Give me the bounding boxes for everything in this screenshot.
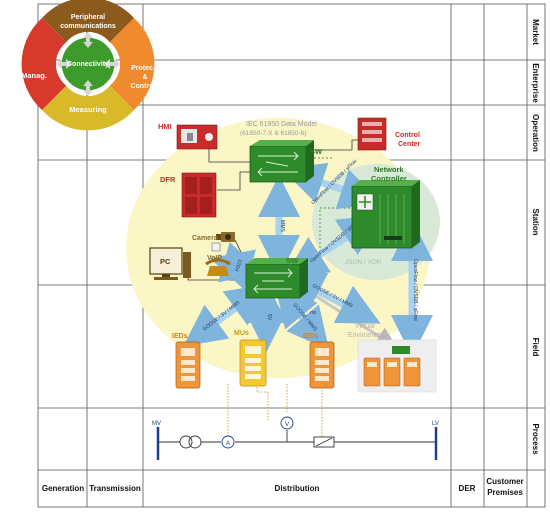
- wheel-management-segment: [21, 18, 67, 110]
- arrow-goose-sv-mms-right: [281, 272, 381, 324]
- switch-bottom-label: SW: [286, 256, 299, 265]
- column-transmission: Transmission: [89, 484, 141, 493]
- network-controller-label-1: Network: [374, 165, 404, 174]
- ieds-left-device: [175, 341, 201, 389]
- dfr-device: [181, 172, 217, 218]
- ieds-left-label: IEDs: [172, 333, 188, 340]
- label-mms: MMS: [279, 220, 285, 232]
- column-der: DER: [459, 484, 476, 493]
- layer-station: Station: [531, 208, 540, 235]
- camera-device: [216, 232, 235, 242]
- wheel-arrow-top: [83, 32, 93, 48]
- switch-top: [249, 140, 314, 183]
- mus-label: MUs: [234, 330, 249, 337]
- ieds-right-device: [309, 341, 335, 389]
- column-customer-line1: Customer: [486, 477, 523, 486]
- process-line: [156, 427, 438, 460]
- layer-labels: Market Enterprise Operation Station Fiel…: [531, 19, 540, 455]
- wheel-peripheral-segment: [42, 0, 134, 43]
- voltmeter-label: V: [285, 421, 290, 428]
- wheel-left-label: Manag.: [21, 71, 47, 80]
- hmi-label: HMI: [158, 122, 172, 131]
- label-h323: H323: [234, 259, 244, 272]
- control-center-label-2: Center: [398, 141, 420, 148]
- switch-bottom: [245, 258, 308, 299]
- wheel-protection-segment: [109, 18, 155, 110]
- link-dfr-sw: [217, 171, 250, 191]
- json-label: JSON / XDR: [345, 259, 382, 266]
- wheel-arrow-right: [104, 59, 120, 69]
- control-center-device: [357, 117, 387, 151]
- camera-label: Camera: [192, 235, 218, 242]
- wheel-top-label-2: communications: [60, 23, 116, 30]
- link-sw-control-center: [306, 139, 358, 151]
- layer-market: Market: [531, 19, 540, 45]
- network-controller-device: [351, 180, 420, 249]
- standard-subtitle: (61850-7-X & 61850-6): [240, 130, 307, 137]
- wheel-right-label-3: Control: [131, 83, 156, 90]
- ammeter: [221, 435, 235, 449]
- ammeter-label: A: [226, 440, 231, 447]
- network-controller-label-2: Controller: [371, 174, 407, 183]
- wheel-right-label-1: Protec.: [131, 65, 155, 72]
- wheel-center-label: Connectivity: [67, 61, 109, 68]
- wheel-arrow-left: [56, 59, 72, 69]
- mus-device: [239, 339, 267, 387]
- wheel-top-label-1: Peripheral: [71, 14, 105, 21]
- wheel-measuring-segment: [42, 85, 134, 131]
- connectivity-wheel: Connectivity Peripheral communications M…: [21, 0, 156, 131]
- ieds-right-label: IEDs: [303, 333, 319, 340]
- wheel-bottom-label: Measuring: [69, 105, 107, 114]
- label-sv: SV: [266, 314, 272, 321]
- dfr-label: DFR: [160, 175, 176, 184]
- virtual-label-2: Enviroment: [348, 332, 383, 339]
- layer-field: Field: [531, 338, 540, 357]
- lv-label: LV: [432, 421, 439, 427]
- pc-device: [149, 247, 191, 280]
- arrow-h323: [209, 242, 265, 290]
- layer-enterprise: Enterprise: [531, 63, 540, 103]
- label-openflow-c: OpenFlow / OVSDB / sFlow: [412, 259, 418, 321]
- wheel-right-label-2: &: [142, 74, 147, 81]
- layer-operation: Operation: [531, 114, 540, 152]
- virtual-label-1: Virtual: [355, 323, 375, 330]
- column-customer-line2: Premises: [487, 488, 523, 497]
- voip-label: VoIP: [207, 255, 222, 262]
- hmi-device: [176, 124, 218, 150]
- wheel-arrow-bottom: [83, 80, 93, 96]
- pc-label: PC: [160, 257, 171, 266]
- standard-title: IEC 61850 Data Model: [246, 121, 317, 128]
- switch-top-label: SW: [310, 147, 323, 156]
- voltmeter: [280, 416, 294, 430]
- control-center-label-1: Control: [395, 132, 420, 139]
- link-mu-process: [256, 384, 268, 393]
- column-labels: Generation Transmission Distribution DER…: [42, 477, 524, 497]
- voip-device: [205, 242, 231, 276]
- virtual-environment: [357, 339, 437, 393]
- arrow-goose-sv-mms-left: [183, 283, 269, 347]
- transformer-coil-2: [188, 435, 202, 449]
- layer-process: Process: [531, 423, 540, 455]
- column-distribution: Distribution: [275, 484, 320, 493]
- wheel-arrows: [56, 32, 120, 96]
- mv-label: MV: [152, 421, 161, 427]
- column-generation: Generation: [42, 484, 84, 493]
- label-ns: ns: [310, 310, 316, 316]
- transformer-coil-1: [179, 435, 193, 449]
